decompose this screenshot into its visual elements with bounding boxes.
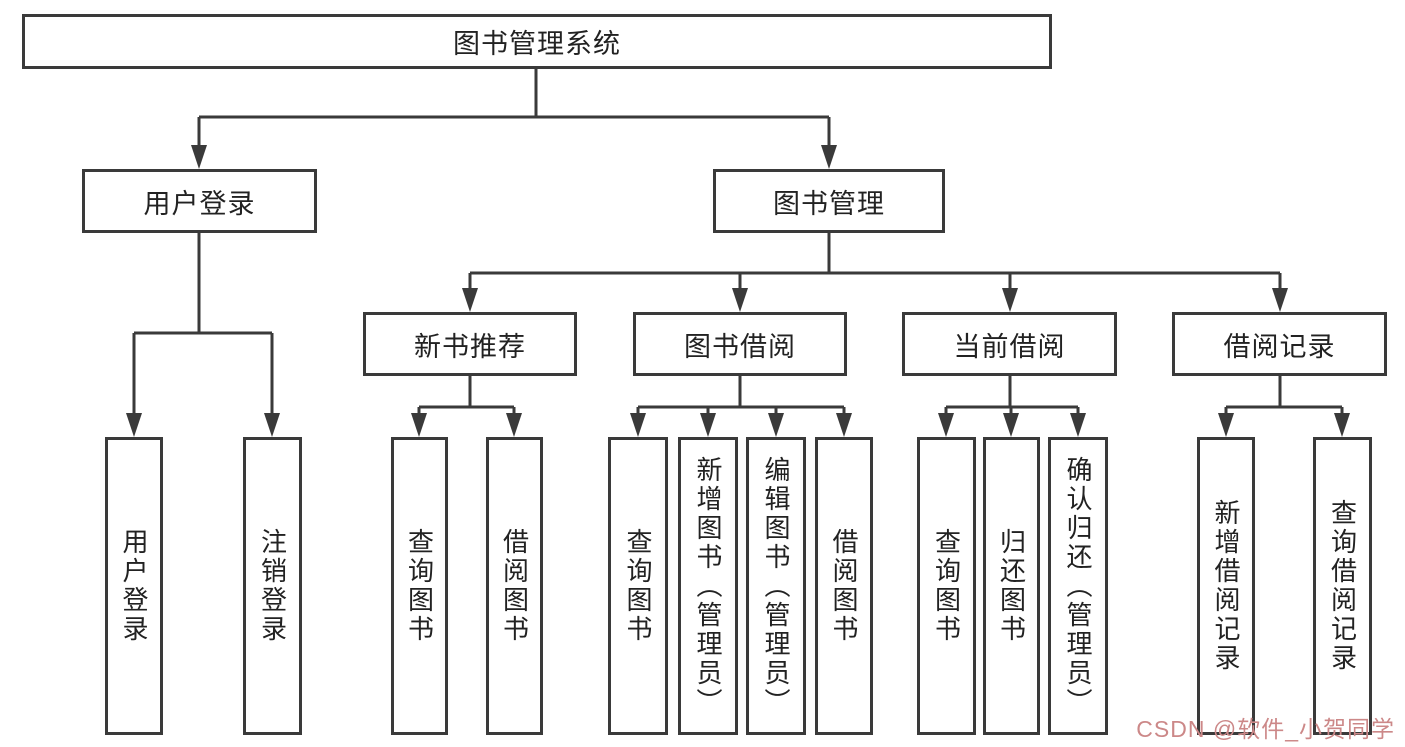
- arrowheads: [126, 145, 1350, 437]
- arrow-down-icon: [1218, 413, 1234, 437]
- leaf-records-query-borrow-record: 查询借阅记录: [1313, 437, 1372, 735]
- csdn-watermark: CSDN @软件_小贺同学: [1136, 716, 1395, 742]
- arrow-down-icon: [821, 145, 837, 169]
- arrow-down-icon: [1002, 288, 1018, 312]
- node-user-login: 用户登录: [82, 169, 317, 233]
- arrow-down-icon: [1003, 413, 1019, 437]
- leaf-newbook-borrow-books: 借阅图书: [486, 437, 543, 735]
- arrow-down-icon: [1334, 413, 1350, 437]
- leaf-current-confirm-return-admin: 确认归还（管理员）: [1048, 437, 1108, 735]
- arrow-down-icon: [462, 288, 478, 312]
- leaf-borrow-edit-books-admin: 编辑图书（管理员）: [746, 437, 806, 735]
- leaf-current-query-books: 查询图书: [917, 437, 976, 735]
- node-library-management-system: 图书管理系统: [22, 14, 1052, 69]
- arrow-down-icon: [506, 413, 522, 437]
- node-borrow-records: 借阅记录: [1172, 312, 1387, 376]
- arrow-down-icon: [411, 413, 427, 437]
- leaf-current-return-books: 归还图书: [983, 437, 1040, 735]
- leaf-borrow-borrow-books: 借阅图书: [815, 437, 873, 735]
- arrow-down-icon: [768, 413, 784, 437]
- leaf-records-add-borrow-record: 新增借阅记录: [1197, 437, 1255, 735]
- leaf-borrow-add-books-admin: 新增图书（管理员）: [678, 437, 738, 735]
- node-book-management: 图书管理: [713, 169, 945, 233]
- arrow-down-icon: [732, 288, 748, 312]
- leaf-newbook-query-books: 查询图书: [391, 437, 448, 735]
- node-book-borrow: 图书借阅: [633, 312, 847, 376]
- leaf-logout-login: 注销登录: [243, 437, 302, 735]
- node-current-borrow: 当前借阅: [902, 312, 1117, 376]
- arrow-down-icon: [264, 413, 280, 437]
- arrow-down-icon: [836, 413, 852, 437]
- leaf-user-login: 用户登录: [105, 437, 163, 735]
- arrow-down-icon: [700, 413, 716, 437]
- arrow-down-icon: [126, 413, 142, 437]
- arrow-down-icon: [191, 145, 207, 169]
- arrow-down-icon: [630, 413, 646, 437]
- arrow-down-icon: [1070, 413, 1086, 437]
- node-new-book-recommend: 新书推荐: [363, 312, 577, 376]
- arrow-down-icon: [1272, 288, 1288, 312]
- leaf-borrow-query-books: 查询图书: [608, 437, 668, 735]
- arrow-down-icon: [938, 413, 954, 437]
